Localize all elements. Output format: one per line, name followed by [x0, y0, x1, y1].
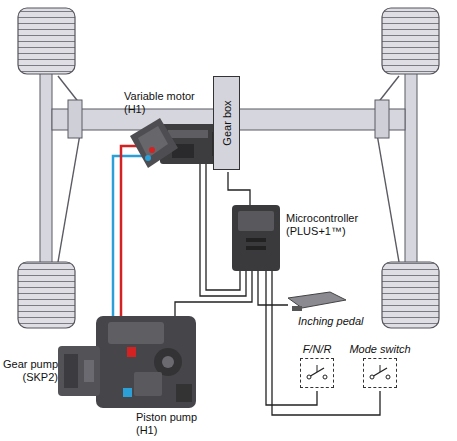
pump-assembly — [58, 316, 196, 408]
switch-group: F/N/R — [300, 343, 334, 388]
wheel — [18, 8, 75, 74]
switch-symbol — [303, 362, 331, 384]
frame-beam — [405, 42, 417, 292]
motor-label: Variable motor (H1) — [124, 90, 208, 116]
wheel — [382, 262, 439, 328]
variable-motor — [130, 118, 218, 168]
wheel-hub — [68, 100, 82, 138]
wheel-hub — [375, 100, 389, 138]
switch-box — [300, 358, 334, 388]
inching-pedal — [288, 292, 346, 311]
switch-box — [363, 358, 397, 388]
wheel — [382, 8, 439, 74]
switch-heading: F/N/R — [300, 343, 334, 356]
gear-pump-label: Gear pump (SKP2) — [2, 358, 58, 384]
switch-heading: Mode switch — [348, 343, 412, 356]
piston-pump-label: Piston pump (H1) — [136, 411, 206, 437]
controller-label: Microcontroller (PLUS+1™) — [286, 212, 378, 238]
switch-group: Mode switch — [348, 343, 412, 388]
microcontroller — [232, 205, 280, 271]
pedal-label: Inching pedal — [298, 315, 363, 328]
electrical-wires — [175, 160, 380, 415]
steering-linkage — [46, 42, 411, 262]
wheel — [18, 262, 75, 328]
gearbox-label: Gear box — [221, 100, 233, 145]
gearbox-box: Gear box — [213, 76, 240, 170]
switch-symbol — [366, 362, 394, 384]
frame-beam — [40, 42, 52, 292]
